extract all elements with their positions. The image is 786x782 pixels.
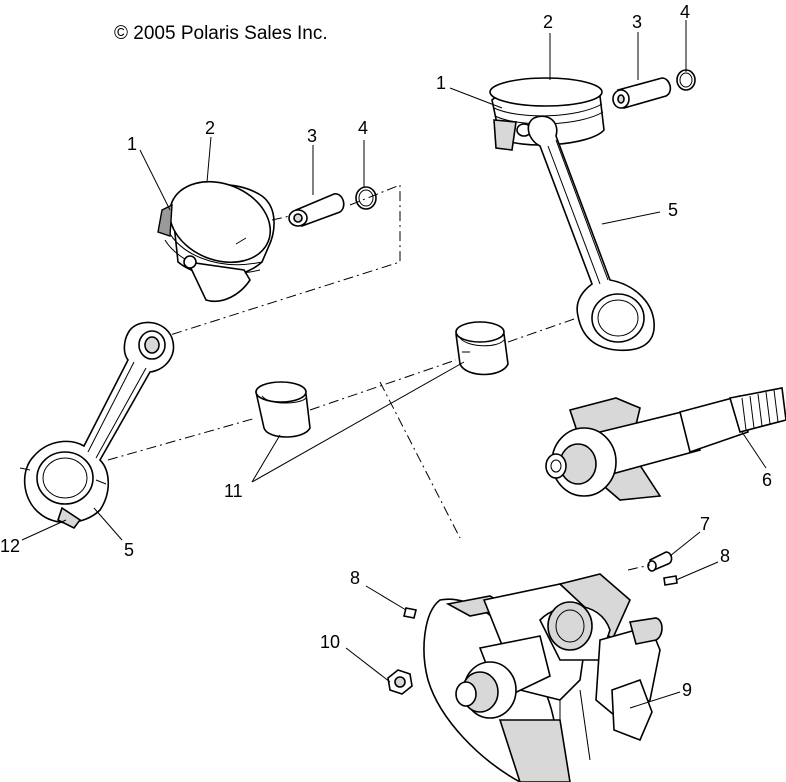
dowel-pin	[647, 551, 673, 572]
left-set-screw	[403, 607, 417, 619]
callout-7: 7	[700, 514, 710, 534]
left-piston	[157, 180, 275, 302]
callout-11: 11	[224, 481, 243, 501]
callout-2-right: 2	[543, 12, 553, 32]
balance-shaft	[545, 387, 786, 501]
callout-8-left: 8	[350, 568, 360, 588]
callout-9: 9	[682, 680, 692, 700]
right-bearing-shell	[455, 321, 509, 376]
crankshaft	[423, 573, 663, 782]
copyright-text: © 2005 Polaris Sales Inc.	[114, 23, 328, 44]
callout-3-right: 3	[632, 12, 642, 32]
nut	[387, 669, 413, 695]
leader-lines	[21, 20, 767, 709]
right-set-screw	[663, 575, 678, 586]
callout-4-right: 4	[680, 2, 690, 22]
callout-10: 10	[320, 632, 340, 652]
callout-2-left: 2	[205, 118, 215, 138]
callout-4-left: 4	[358, 118, 368, 138]
left-piston-pin	[288, 193, 345, 228]
left-bearing-shell	[255, 381, 311, 438]
callout-5-left: 5	[124, 540, 134, 560]
callout-6: 6	[762, 470, 772, 490]
right-piston-pin	[612, 77, 672, 109]
callout-12: 12	[0, 536, 20, 556]
callout-1-right: 1	[436, 73, 446, 93]
callout-1-left: 1	[127, 134, 137, 154]
callout-5-right: 5	[668, 200, 678, 220]
callout-8-right: 8	[720, 546, 730, 566]
right-piston	[489, 77, 605, 151]
callout-3-left: 3	[307, 126, 317, 146]
left-connecting-rod	[19, 321, 175, 530]
right-connecting-rod	[527, 115, 655, 352]
